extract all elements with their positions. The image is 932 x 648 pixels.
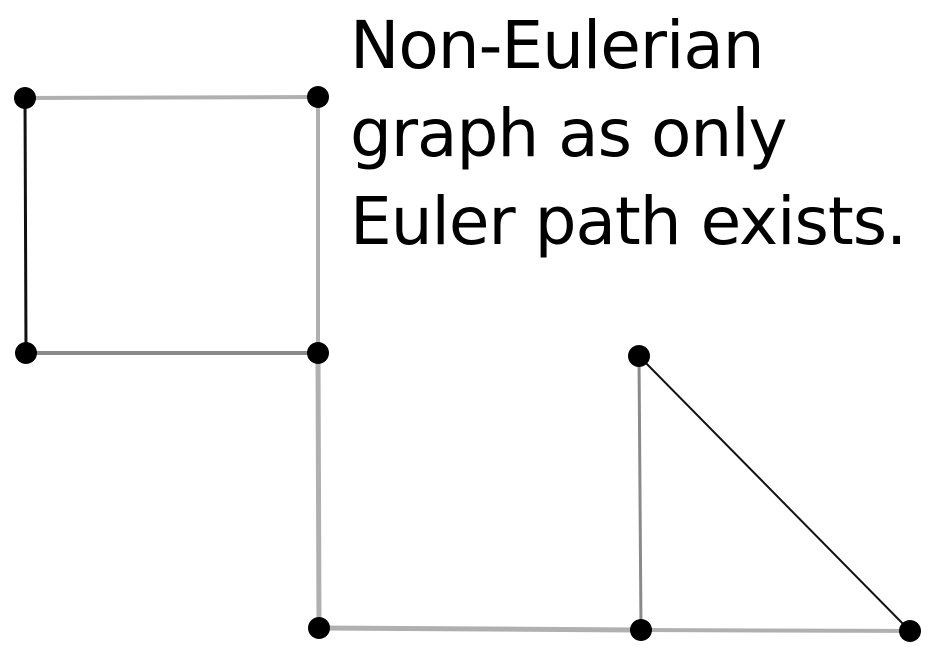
edge-a-c bbox=[23, 96, 28, 355]
node-d bbox=[307, 342, 329, 364]
node-c bbox=[15, 342, 37, 364]
edge-f-g bbox=[639, 628, 912, 633]
caption: Non-Eulerian graph as only Euler path ex… bbox=[350, 2, 930, 266]
nodes-layer bbox=[14, 86, 921, 642]
node-h bbox=[628, 345, 650, 367]
caption-line-3: Euler path exists. bbox=[350, 183, 907, 260]
edge-e-f bbox=[316, 625, 644, 633]
node-e bbox=[308, 617, 330, 639]
node-a bbox=[14, 87, 36, 109]
edge-f-h bbox=[637, 354, 643, 632]
node-f bbox=[630, 619, 652, 641]
edge-h-g bbox=[638, 355, 911, 632]
edge-a-b bbox=[23, 95, 320, 100]
caption-line-1: Non-Eulerian bbox=[350, 7, 765, 84]
edges-layer bbox=[23, 95, 912, 633]
caption-line-2: graph as only bbox=[350, 95, 788, 172]
edge-d-e bbox=[315, 350, 322, 631]
node-b bbox=[307, 86, 329, 108]
node-g bbox=[899, 620, 921, 642]
